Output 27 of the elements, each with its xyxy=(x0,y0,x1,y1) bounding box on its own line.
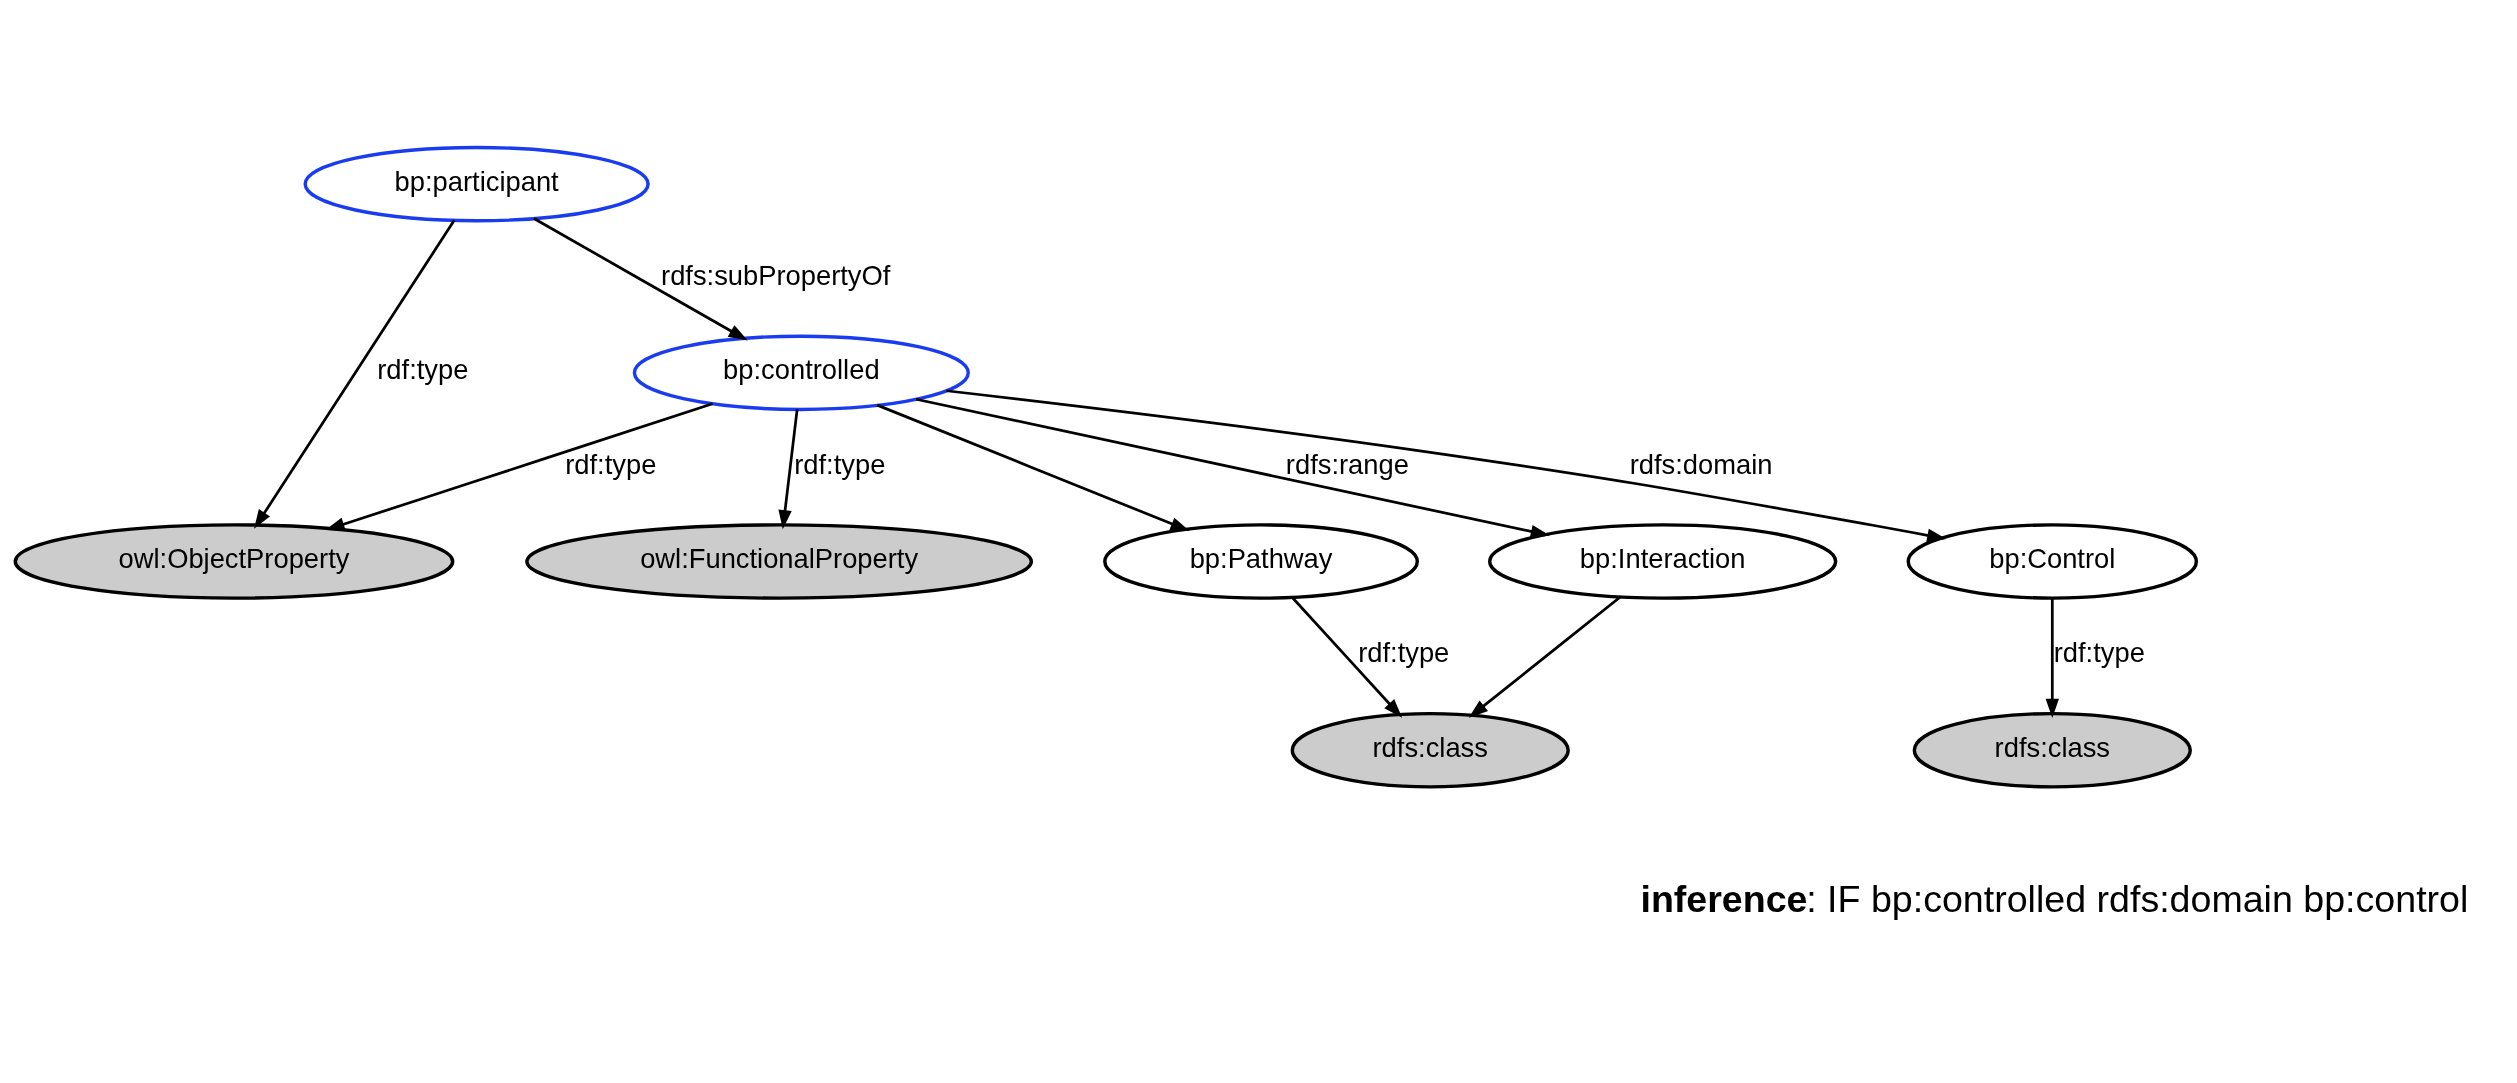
node-ellipse: bp:Control xyxy=(1906,523,2199,600)
arrow xyxy=(1291,596,1403,718)
node-ellipse: rdfs:class xyxy=(1290,711,1570,789)
edge-label: rdf:type xyxy=(565,448,657,480)
node-ellipse: bp:Pathway xyxy=(1103,523,1419,600)
edge-label: rdf:type xyxy=(2053,637,2145,669)
arrow xyxy=(876,403,1190,532)
arrow xyxy=(533,217,748,341)
arrow xyxy=(254,219,456,529)
edge-label: rdf:type xyxy=(794,448,886,480)
edge-label: rdfs:subPropertyOf xyxy=(661,259,891,291)
node-ellipse: owl:ObjectProperty xyxy=(13,523,455,600)
edge-label: rdfs:domain xyxy=(1629,448,1773,480)
edge-label: rdf:type xyxy=(377,354,469,386)
label: inference: IF bp:controlled rdfs:domain bp:control xyxy=(1640,878,2469,921)
edge-label: rdf:type xyxy=(1358,637,1450,669)
arrow xyxy=(1468,595,1622,718)
node-ellipse: bp:participant xyxy=(303,145,650,223)
edge-label: rdfs:range xyxy=(1285,448,1409,480)
arrow xyxy=(946,389,1947,542)
arrow xyxy=(325,402,713,531)
node-ellipse: bp:controlled xyxy=(632,334,970,412)
arrow xyxy=(2045,598,2059,718)
arrow xyxy=(915,397,1550,539)
node-ellipse: owl:FunctionalProperty xyxy=(525,523,1034,600)
arrow xyxy=(778,409,799,530)
node-ellipse: rdfs:class xyxy=(1912,711,2192,789)
